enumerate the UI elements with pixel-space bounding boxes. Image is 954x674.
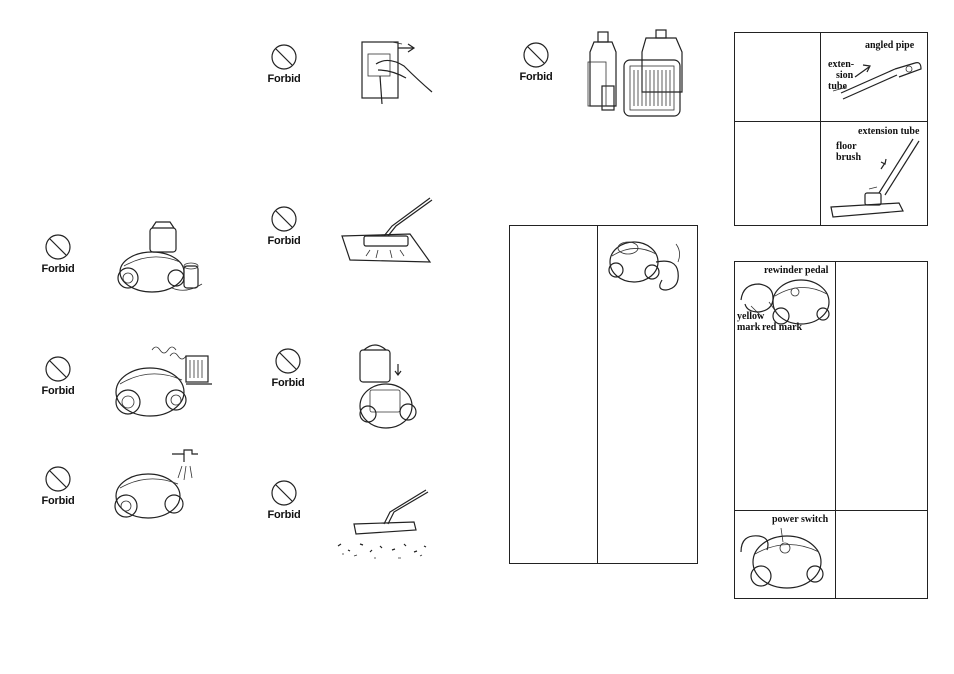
power-switch-icon bbox=[740, 527, 824, 589]
forbid-sign-5: Forbid bbox=[261, 204, 307, 247]
table-divider bbox=[835, 262, 836, 598]
cord-rewinder-icon bbox=[740, 279, 830, 325]
forbid-label: Forbid bbox=[267, 509, 301, 521]
table-row-divider bbox=[735, 510, 927, 511]
forbid-label: Forbid bbox=[267, 73, 301, 85]
prohibited-icon bbox=[271, 206, 297, 232]
brush-on-debris-icon bbox=[337, 489, 429, 559]
assembly-table: angled pipe exten- sion tube extension t… bbox=[734, 32, 928, 226]
instruction-table bbox=[509, 225, 698, 564]
forbid-label: Forbid bbox=[41, 263, 75, 275]
forbid-sign-6: Forbid bbox=[265, 346, 311, 389]
extension-tube-label: extension tube bbox=[858, 126, 920, 137]
forbid-label: Forbid bbox=[41, 385, 75, 397]
water-tank-on-vacuum-icon bbox=[359, 344, 417, 429]
yellow-mark-label-line2: mark bbox=[737, 322, 761, 333]
forbid-sign-7: Forbid bbox=[261, 478, 307, 521]
prohibited-icon bbox=[271, 44, 297, 70]
prohibited-icon bbox=[275, 348, 301, 374]
table-divider bbox=[597, 226, 598, 563]
forbid-label: Forbid bbox=[271, 377, 305, 389]
angled-pipe-label: angled pipe bbox=[865, 40, 915, 51]
vacuum-with-hose-icon bbox=[608, 241, 680, 291]
prohibited-icon bbox=[45, 466, 71, 492]
extension-tube-label-line1: exten- bbox=[828, 59, 855, 70]
forbid-sign-4: Forbid bbox=[261, 42, 307, 85]
prohibited-icon bbox=[45, 356, 71, 382]
vacuum-under-tap-icon bbox=[114, 449, 198, 519]
table-row-divider bbox=[735, 121, 927, 122]
forbid-label: Forbid bbox=[267, 235, 301, 247]
forbid-sign-3: Forbid bbox=[35, 464, 81, 507]
yellow-mark-label-line1: yellow bbox=[737, 311, 765, 322]
forbid-sign-2: Forbid bbox=[35, 354, 81, 397]
floor-brush-label-line1: floor bbox=[836, 141, 857, 152]
forbid-sign-8: Forbid bbox=[513, 40, 559, 83]
floor-brush-label-line2: brush bbox=[836, 152, 862, 163]
forbid-sign-1: Forbid bbox=[35, 232, 81, 275]
brush-on-wet-floor-icon bbox=[341, 197, 433, 263]
operation-table: rewinder pedal yellow mark red mark powe… bbox=[734, 261, 928, 599]
power-switch-label: power switch bbox=[772, 514, 829, 525]
prohibited-icon bbox=[45, 234, 71, 260]
unplug-by-cord-icon bbox=[361, 41, 433, 105]
vacuum-with-flammables-icon bbox=[117, 221, 203, 293]
forbid-label: Forbid bbox=[41, 495, 75, 507]
extension-tube-label-line3: tube bbox=[828, 81, 847, 92]
chemical-bottles-icon bbox=[587, 29, 683, 117]
forbid-label: Forbid bbox=[519, 71, 553, 83]
prohibited-icon bbox=[271, 480, 297, 506]
floor-brush-attach-icon bbox=[830, 138, 920, 218]
table-divider bbox=[820, 33, 821, 225]
prohibited-icon bbox=[523, 42, 549, 68]
vacuum-near-heater-icon bbox=[115, 346, 212, 417]
angled-pipe-extension-icon bbox=[832, 62, 922, 100]
red-mark-label: red mark bbox=[762, 322, 803, 333]
rewinder-pedal-label: rewinder pedal bbox=[764, 265, 829, 276]
extension-tube-label-line2: sion bbox=[836, 70, 854, 81]
